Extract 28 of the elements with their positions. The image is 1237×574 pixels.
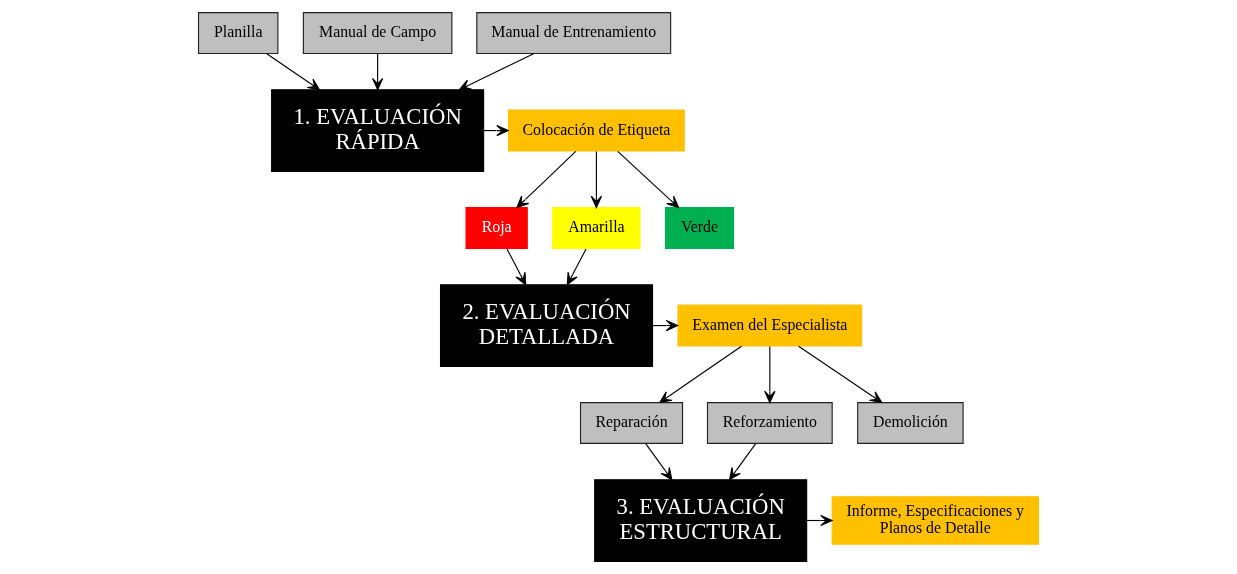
arrow	[590, 150, 603, 209]
node-box: Informe, Especificaciones y Planos de Detalle	[831, 496, 1040, 545]
arrow	[506, 248, 527, 286]
arrow	[566, 248, 587, 286]
node-box: 3. EVALUACIÓN ESTRUCTURAL	[594, 479, 808, 562]
arrow	[798, 345, 883, 403]
arrow	[728, 443, 757, 481]
arrow	[659, 345, 743, 403]
node-box: Roja	[465, 207, 528, 250]
node-box: Planilla	[197, 12, 279, 55]
node-box: Verde	[664, 207, 735, 250]
node-box: Demolición	[857, 402, 964, 444]
arrow	[516, 150, 577, 209]
arrow	[617, 150, 680, 209]
node-box: 1. EVALUACIÓN RÁPIDA	[271, 89, 485, 172]
node-box: Examen del Especialista	[677, 304, 863, 347]
arrow	[764, 345, 776, 404]
node-box: Reforzamiento	[706, 402, 833, 444]
node-box: Colocación de Etiqueta	[508, 109, 685, 152]
node-box: Amarilla	[552, 207, 641, 250]
arrow	[371, 53, 384, 91]
node-box: Manual de Campo	[302, 12, 453, 55]
node-box: Reparación	[579, 402, 684, 444]
arrow	[266, 53, 321, 91]
arrow	[458, 53, 535, 91]
node-box: 2. EVALUACIÓN DETALLADA	[439, 284, 654, 367]
arrow	[645, 443, 673, 481]
node-box: Manual de Entrenamiento	[476, 12, 672, 55]
